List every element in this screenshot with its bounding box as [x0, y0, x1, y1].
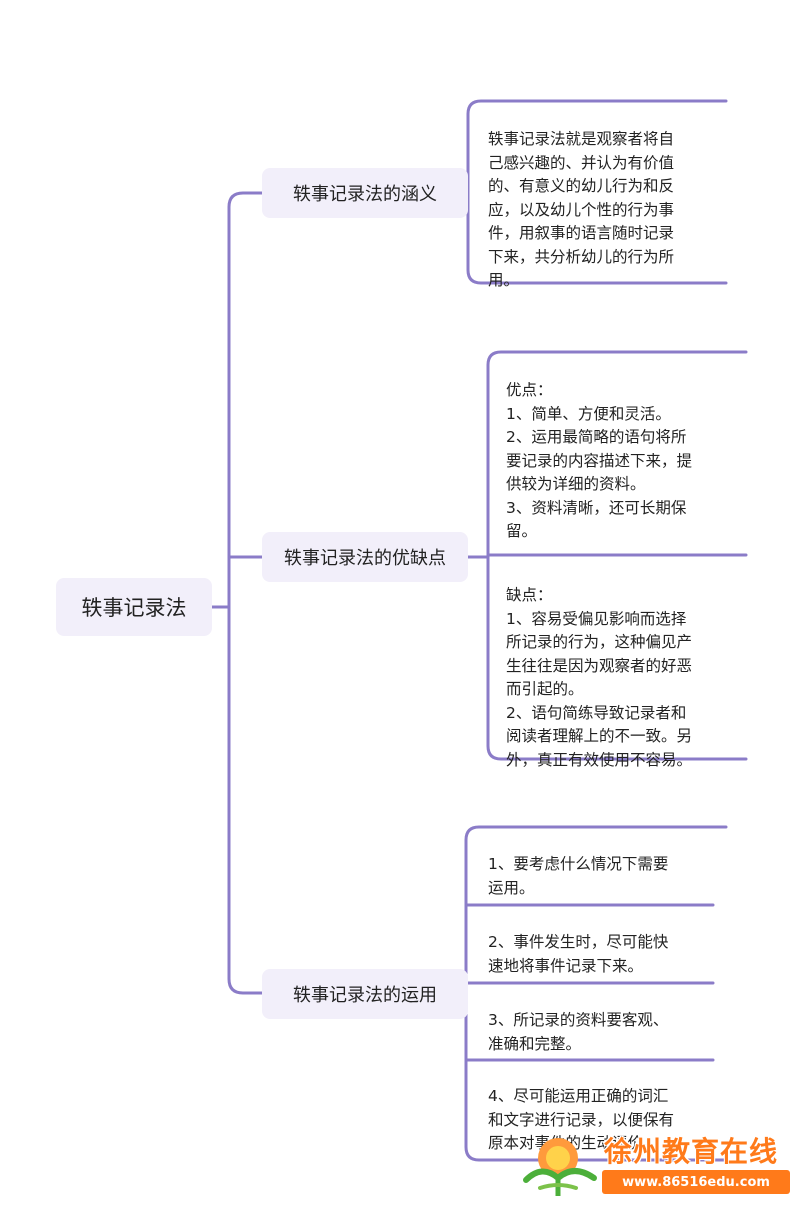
leaf-usage-3: 3、所记录的资料要客观、 准确和完整。 [488, 1011, 669, 1053]
branch-node-meaning[interactable]: 轶事记录法的涵义 [262, 168, 468, 218]
leaf-definition: 轶事记录法就是观察者将自 己感兴趣的、并认为有价值 的、有意义的幼儿行为和反 应… [488, 130, 675, 289]
root-label: 轶事记录法 [81, 596, 187, 620]
branch-label: 轶事记录法的涵义 [293, 184, 437, 205]
leaf-usage-4: 4、尽可能运用正确的词汇 和文字进行记录，以便保有 原本对事件的生动评价。 [488, 1087, 675, 1152]
watermark: 徐州教育在线 www.86516edu.com [518, 1128, 794, 1200]
connector-trunk [227, 191, 264, 995]
connector-bracket-2 [466, 350, 748, 761]
branch-label: 轶事记录法的运用 [293, 985, 437, 1006]
leaf-advantages: 优点： 1、简单、方便和灵活。 2、运用最简略的语句将所 要记录的内容描述下来，… [506, 381, 693, 540]
connector-bracket-1 [466, 99, 728, 285]
watermark-title: 徐州教育在线 [604, 1135, 779, 1168]
leaf-disadvantages: 缺点： 1、容易受偏见影响而选择 所记录的行为，这种偏见产 生往往是因为观察者的… [506, 586, 693, 769]
branch-node-pros-cons[interactable]: 轶事记录法的优缺点 [262, 532, 468, 582]
watermark-url: www.86516edu.com [602, 1170, 790, 1194]
leaf-usage-1: 1、要考虑什么情况下需要 运用。 [488, 855, 669, 897]
leaf-usage-2: 2、事件发生时，尽可能快 速地将事件记录下来。 [488, 933, 669, 975]
branch-node-application[interactable]: 轶事记录法的运用 [262, 969, 468, 1019]
root-node[interactable]: 轶事记录法 [56, 578, 212, 636]
watermark-logo-icon [523, 1138, 597, 1196]
branch-label: 轶事记录法的优缺点 [284, 548, 446, 569]
